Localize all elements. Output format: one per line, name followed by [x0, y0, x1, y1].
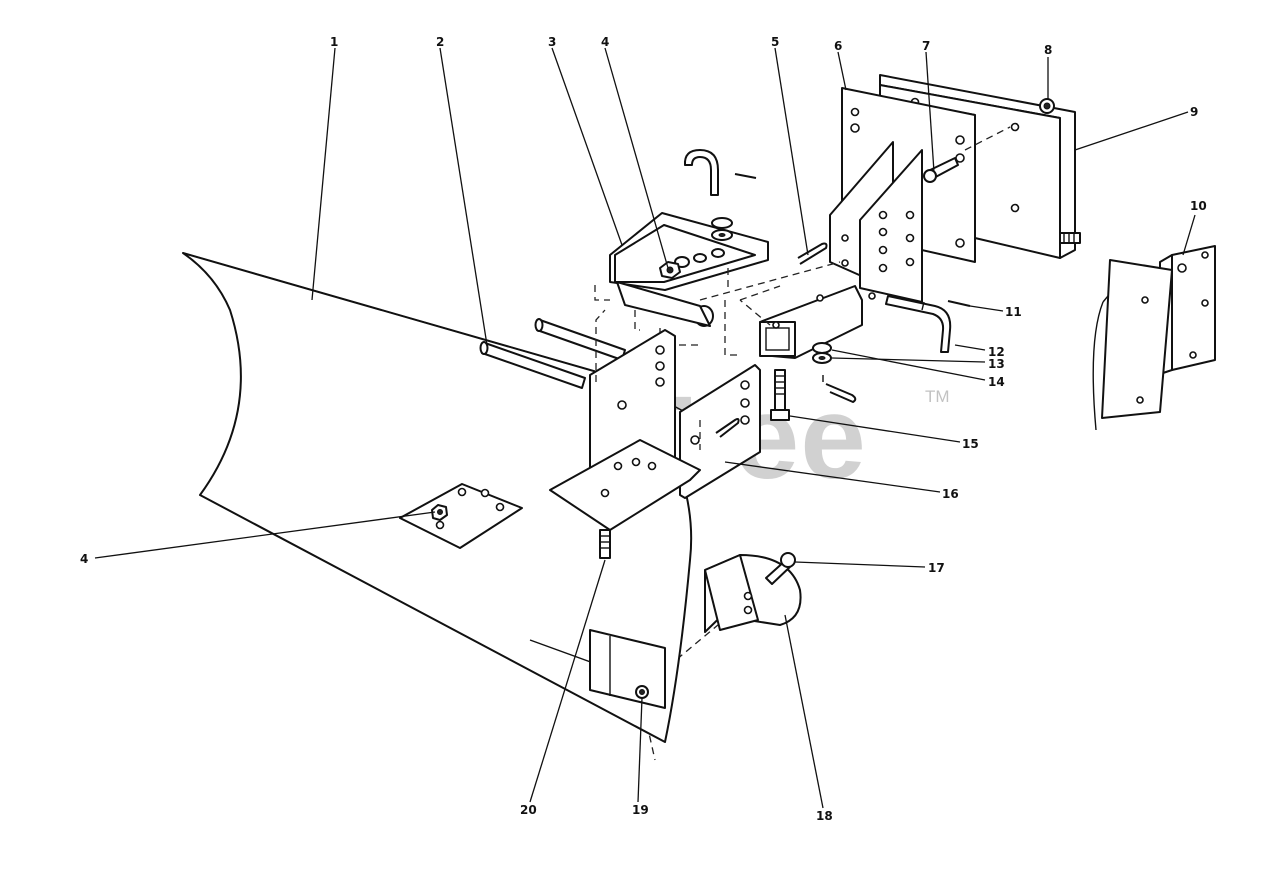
pin-12 [885, 295, 952, 353]
callout-15: 15 [962, 437, 979, 451]
watermark-trademark: TM [925, 387, 950, 406]
pivot-bracket [549, 309, 761, 531]
bolt-15 [770, 369, 790, 421]
bolt-19 [635, 685, 649, 699]
callout-20: 20 [520, 803, 537, 817]
callout-12: 12 [988, 345, 1005, 359]
blade-mount-plate [399, 483, 523, 549]
callout-16: 16 [942, 487, 959, 501]
callout-5: 5 [771, 35, 779, 49]
j-pin [683, 149, 757, 241]
hitch-clip-14 [822, 375, 857, 403]
bolt-17 [765, 552, 796, 585]
callout-9: 9 [1190, 105, 1198, 119]
nut-4-upper [659, 261, 681, 279]
callout-14: 14 [988, 375, 1005, 389]
leader-lines [94, 47, 1196, 809]
washers-13 [812, 342, 832, 364]
callout-18: 18 [816, 809, 833, 823]
callout-1: 1 [330, 35, 338, 49]
callout-19: 19 [632, 803, 649, 817]
callout-6: 6 [834, 39, 842, 53]
callout-10: 10 [1190, 199, 1207, 213]
callout-3: 3 [548, 35, 556, 49]
pin-11 [947, 300, 971, 307]
nut-8 [1039, 98, 1055, 114]
hitch-frame [739, 141, 923, 359]
callouts: 1 2 3 4 5 6 7 8 9 10 11 12 13 14 15 16 4… [80, 35, 1207, 823]
rear-mount-bracket [879, 74, 1081, 259]
callout-4-left: 4 [80, 552, 88, 566]
edge-strip [1092, 259, 1173, 431]
callout-17: 17 [928, 561, 945, 575]
cotter-pin-5 [797, 242, 828, 265]
callout-8: 8 [1044, 43, 1052, 57]
callout-4-top: 4 [601, 35, 609, 49]
callout-7: 7 [922, 39, 930, 53]
callout-11: 11 [1005, 305, 1022, 319]
callout-2: 2 [436, 35, 444, 49]
callout-13: 13 [988, 357, 1005, 371]
bolt-7 [923, 157, 959, 183]
bolt-20 [599, 529, 611, 559]
pivot-channel [609, 212, 769, 327]
